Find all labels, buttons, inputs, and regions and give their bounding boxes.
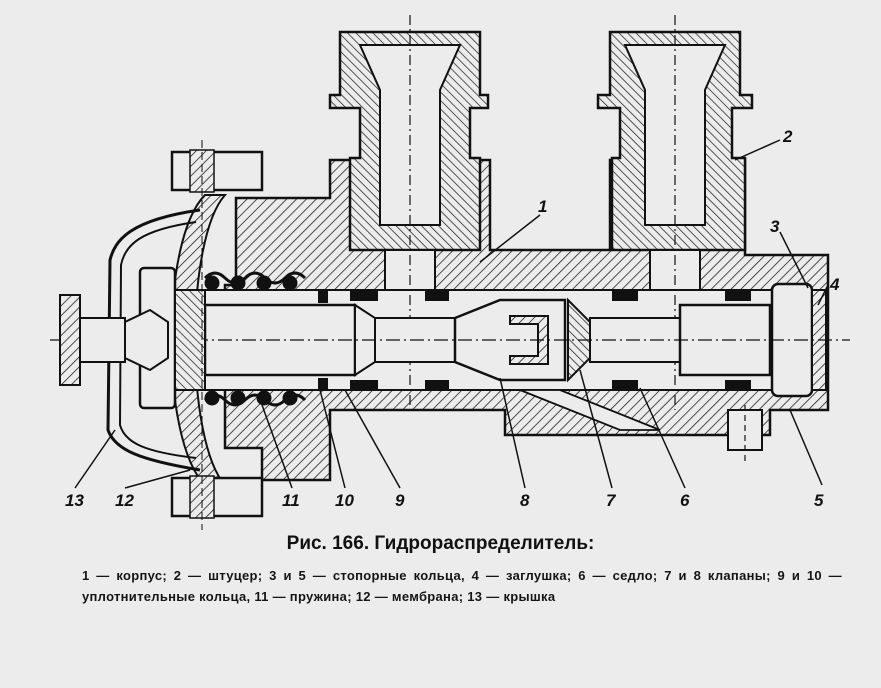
fitting-right <box>596 15 754 410</box>
callout-12: 12 <box>115 491 134 510</box>
callout-7: 7 <box>606 491 617 510</box>
callout-13: 13 <box>65 491 84 510</box>
callout-9: 9 <box>395 491 405 510</box>
spring <box>203 271 307 407</box>
callout-11: 11 <box>282 491 300 510</box>
callout-1: 1 <box>538 197 547 216</box>
spool <box>50 297 850 383</box>
figure-caption-title: Рис. 166. Гидрораспределитель: <box>286 533 595 554</box>
bolts <box>170 140 264 530</box>
hydraulic-distributor-drawing: 1 2 3 4 5 6 7 8 9 10 11 12 13 <box>50 15 850 530</box>
leader-lines <box>74 139 829 489</box>
fitting-left <box>328 15 490 410</box>
figure-caption-legend: 1 — корпус; 2 — штуцер; 3 и 5 — стопорны… <box>82 568 842 604</box>
diaphragm-assembly <box>59 194 228 486</box>
callout-8: 8 <box>520 491 530 510</box>
seal-rings <box>318 291 751 390</box>
callout-5: 5 <box>814 491 824 510</box>
callout-10: 10 <box>335 491 354 510</box>
callout-labels: 1 2 3 4 5 6 7 8 9 10 11 12 13 <box>65 127 840 510</box>
callout-3: 3 <box>770 217 780 236</box>
callout-2: 2 <box>782 127 793 146</box>
callout-4: 4 <box>829 275 840 294</box>
callout-6: 6 <box>680 491 690 510</box>
